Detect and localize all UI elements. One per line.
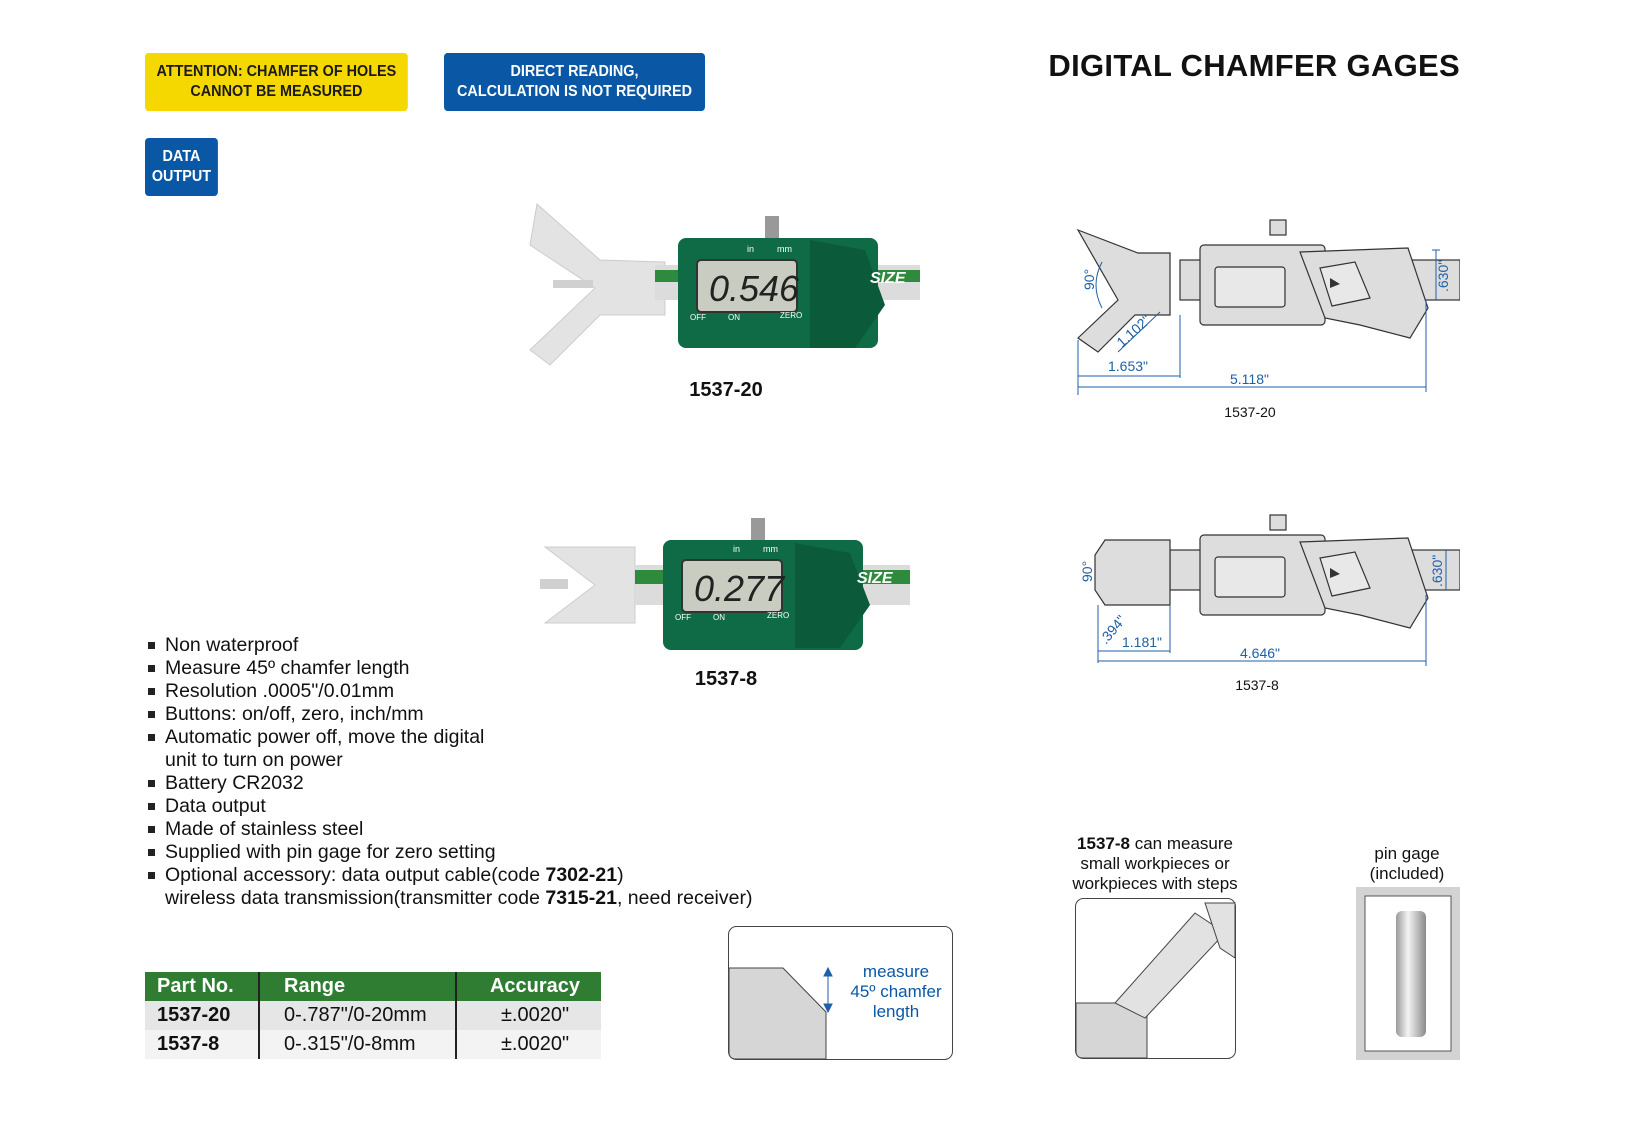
step-note-text: can measure: [1129, 834, 1233, 853]
lcd-reading: 0.277: [694, 568, 786, 609]
dimension-label: .630": [1429, 555, 1445, 587]
badge-line: CANNOT BE MEASURED: [190, 83, 363, 100]
step-note-part: 1537-8: [1077, 834, 1130, 853]
data-output-badge: DATA OUTPUT: [145, 138, 218, 196]
chamfer-diagram: [728, 926, 953, 1060]
pin-gage-image: [1356, 887, 1460, 1060]
table-row: 1537-20 0-.787"/0-20mm ±.0020": [145, 1001, 601, 1030]
note-line: length: [872, 1002, 920, 1021]
product-label: 1537-20: [689, 379, 763, 401]
feature-item: Battery CR2032: [148, 772, 752, 795]
cell-part-no: 1537-8: [145, 1030, 260, 1059]
feature-item: Supplied with pin gage for zero setting: [148, 841, 752, 864]
feature-item: Automatic power off, move the digital: [148, 726, 752, 749]
cell-accuracy: ±.0020": [456, 1001, 601, 1030]
dimension-label: 5.118": [1230, 371, 1269, 387]
note-line: measure: [862, 962, 930, 981]
badge-line: OUTPUT: [151, 168, 212, 185]
feature-item: Data output: [148, 795, 752, 818]
table-row: 1537-8 0-.315"/0-8mm ±.0020": [145, 1030, 601, 1059]
lcd-reading: 0.546: [709, 268, 800, 309]
column-header: Part No.: [145, 972, 260, 1001]
drawing-caption: 1537-20: [1224, 404, 1276, 420]
dimension-label: 4.646": [1240, 645, 1280, 661]
dimension-label: 1.181": [1122, 634, 1162, 650]
unit-in-label: in: [747, 244, 754, 254]
dimension-label: .630": [1435, 260, 1451, 292]
product-image-1537-20: 0.546 in mm OFF ON ZERO SIZE: [529, 203, 920, 366]
feature-item: Made of stainless steel: [148, 818, 752, 841]
feature-item: Buttons: on/off, zero, inch/mm: [148, 703, 752, 726]
cell-accuracy: ±.0020": [456, 1030, 601, 1059]
badge-line: CALCULATION IS NOT REQUIRED: [457, 83, 692, 100]
pin-gage-text: pin gage: [1374, 844, 1440, 863]
accessory-code: 7302-21: [545, 864, 618, 886]
feature-list: Non waterproof Measure 45º chamfer lengt…: [148, 634, 752, 910]
page-title: DIGITAL CHAMFER GAGES: [1048, 48, 1460, 83]
accessory-code: 7315-21: [545, 887, 617, 909]
drawing-caption: 1537-8: [1235, 677, 1279, 693]
accessory-text: ): [617, 864, 624, 886]
cell-range: 0-.787"/0-20mm: [259, 1001, 457, 1030]
product-label: 1537-8: [694, 668, 758, 690]
spec-table: Part No. Range Accuracy 1537-20 0-.787"/…: [145, 972, 601, 1059]
off-label: OFF: [690, 313, 706, 322]
feature-item: Resolution .0005"/0.01mm: [148, 680, 752, 703]
column-header: Accuracy: [456, 972, 601, 1001]
step-note-text: workpieces with steps: [1072, 874, 1238, 893]
cell-part-no: 1537-20: [145, 1001, 260, 1030]
accessory-text: , need receiver): [616, 887, 753, 909]
on-label: ON: [728, 313, 740, 322]
attention-badge: ATTENTION: CHAMFER OF HOLES CANNOT BE MEA…: [145, 53, 408, 111]
step-workpiece-illustration: [1075, 898, 1236, 1059]
brand-logo: SIZE: [870, 270, 907, 287]
feature-item: Measure 45º chamfer length: [148, 657, 752, 680]
column-header: Range: [259, 972, 457, 1001]
accessory-text: wireless data transmission(transmitter c…: [165, 887, 546, 909]
accessory-text: Optional accessory: data output cable(co…: [165, 864, 546, 886]
chamfer-note: measure 45º chamfer length: [840, 962, 952, 1022]
cell-range: 0-.315"/0-8mm: [259, 1030, 457, 1059]
badge-line: DIRECT READING,: [510, 63, 639, 80]
zero-label: ZERO: [767, 611, 789, 620]
badge-line: DATA: [162, 148, 201, 165]
step-note-text: small workpieces or: [1080, 854, 1230, 873]
feature-text: unit to turn on power: [165, 749, 343, 771]
badge-line: ATTENTION: CHAMFER OF HOLES: [156, 63, 397, 80]
feature-item-accessory: Optional accessory: data output cable(co…: [148, 864, 752, 887]
zero-label: ZERO: [780, 311, 802, 320]
unit-in-label: in: [733, 544, 740, 554]
dimension-label: 1.653": [1108, 358, 1148, 374]
off-label: OFF: [675, 613, 691, 622]
on-label: ON: [713, 613, 725, 622]
product-image-1537-8: 0.277 in mm OFF ON ZERO SIZE: [540, 518, 910, 650]
angle-dimension: 90°: [1079, 561, 1095, 582]
feature-item-continued: wireless data transmission(transmitter c…: [148, 887, 752, 910]
dimension-drawing-1537-20: 90° 1.102" 1.653" 5.118" .630": [1076, 219, 1460, 395]
unit-mm-label: mm: [777, 244, 792, 254]
step-note: 1537-8 can measure small workpieces or w…: [1072, 834, 1237, 894]
feature-item: Non waterproof: [148, 634, 752, 657]
direct-reading-badge: DIRECT READING, CALCULATION IS NOT REQUIR…: [444, 53, 705, 111]
feature-item-continued: unit to turn on power: [148, 749, 752, 772]
dimension-drawing-1537-8: 90° .394" 1.181" 4.646" .630": [1079, 514, 1460, 666]
angle-dimension: 90°: [1081, 269, 1097, 290]
brand-logo: SIZE: [857, 570, 894, 587]
unit-mm-label: mm: [763, 544, 778, 554]
pin-gage-text: (included): [1369, 864, 1445, 883]
pin-gage-label: pin gage (included): [1370, 844, 1445, 884]
note-line: 45º chamfer: [850, 982, 942, 1001]
